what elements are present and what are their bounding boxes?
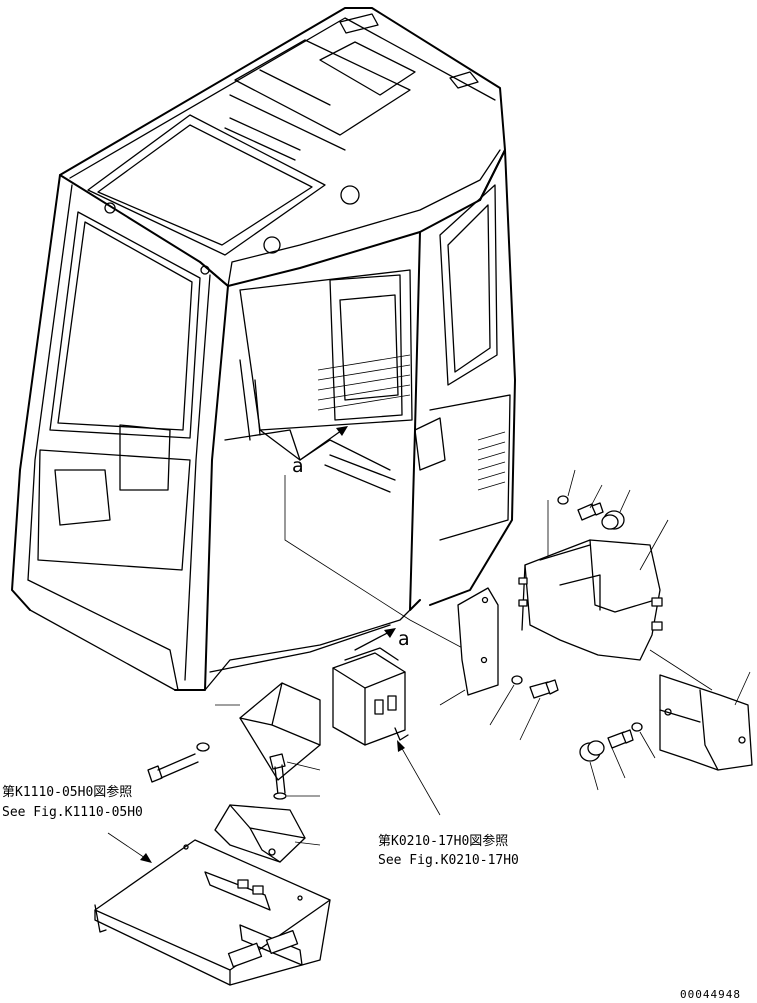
- side-panel: [439, 587, 499, 706]
- mounting-bracket: [214, 804, 321, 863]
- reference-left-line1: 第K1110-05H0図参照: [2, 784, 132, 800]
- long-bolt: [147, 742, 210, 783]
- console-base: [94, 839, 331, 986]
- reference-center-line2: See Fig.K0210-17H0: [378, 853, 519, 868]
- reference-left-line2: See Fig.K1110-05H0: [2, 805, 143, 820]
- bolt-set-bottom: [269, 753, 321, 800]
- part-number: 00044948: [680, 988, 741, 1001]
- lower-cover-plate: [659, 671, 753, 771]
- bolt-set-middle: [489, 675, 559, 741]
- view-label-a-lower: a: [398, 628, 410, 650]
- controller-box: [332, 647, 409, 746]
- floor-cover: [215, 682, 321, 781]
- reference-arrows: [107, 740, 441, 863]
- reference-center-line1: 第K0210-17H0図参照: [378, 833, 508, 849]
- view-label-a-upper: a: [292, 455, 304, 477]
- rear-cover-bracket: [518, 519, 669, 661]
- bolt-set-lower: [579, 722, 656, 791]
- view-a-indicator: a a: [292, 426, 410, 651]
- bolt-set-upper: [557, 469, 631, 530]
- operator-cab: [11, 7, 516, 691]
